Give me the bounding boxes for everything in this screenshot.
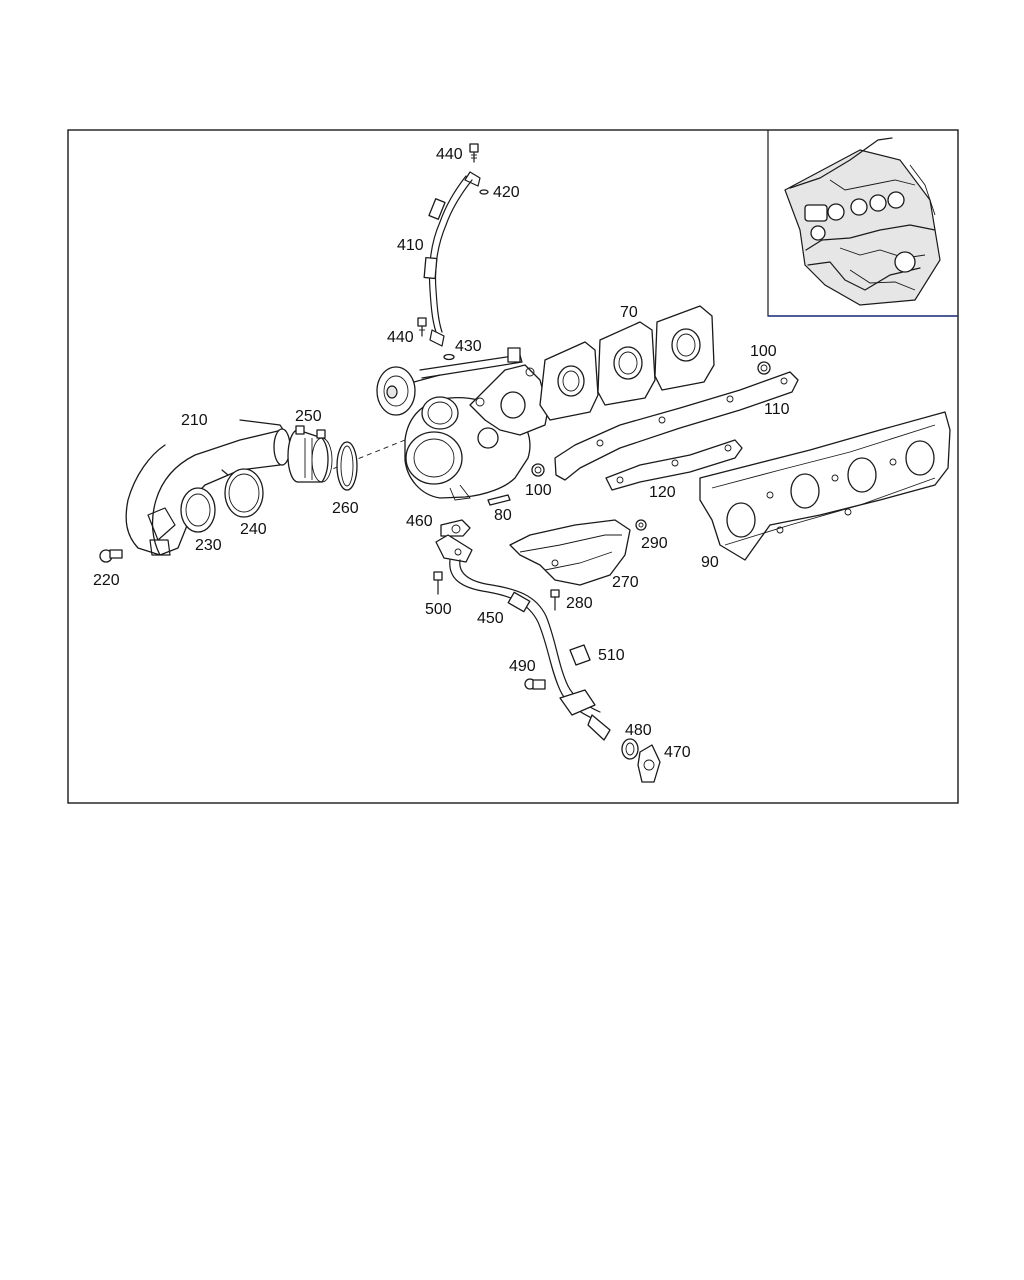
- gasket-strip-120: [605, 439, 743, 491]
- callout-270: 270: [612, 574, 639, 591]
- bolt-280: [550, 589, 560, 611]
- callout-510: 510: [598, 647, 625, 664]
- callout-500: 500: [425, 601, 452, 618]
- callout-90: 90: [701, 554, 719, 571]
- heat-shield-270: [509, 519, 631, 586]
- callout-labels: 440 420 410 440 430 70 100 110 210 250 2…: [93, 146, 790, 761]
- oil-feed-line-410: [423, 171, 481, 347]
- diagram-frame: [67, 129, 959, 804]
- callout-440-upper: 440: [436, 146, 463, 163]
- seal-ring-430: [443, 353, 455, 361]
- callout-250: 250: [295, 408, 322, 425]
- hose-clamp-240: [221, 468, 264, 518]
- callout-440-lower: 440: [387, 329, 414, 346]
- clip-510: [569, 644, 591, 666]
- callout-490: 490: [509, 658, 536, 675]
- callout-480: 480: [625, 722, 652, 739]
- callout-80: 80: [494, 507, 512, 524]
- callout-280: 280: [566, 595, 593, 612]
- callout-450: 450: [477, 610, 504, 627]
- stud-80: [487, 494, 511, 506]
- callout-210: 210: [181, 412, 208, 429]
- bolt-490: [524, 678, 546, 690]
- gasket-strip-110: [554, 371, 799, 481]
- coupling-hose-250: [287, 425, 333, 483]
- engine-overview-inset: [767, 130, 958, 317]
- turbocharger-assembly: [329, 347, 549, 501]
- seal-ring-480: [621, 738, 639, 760]
- manifold-gasket-70: [539, 305, 715, 421]
- oil-return-pipe-450: [435, 534, 611, 741]
- nut-290: [635, 519, 647, 531]
- callout-220: 220: [93, 572, 120, 589]
- seal-ring-260: [336, 441, 358, 491]
- callout-470: 470: [664, 744, 691, 761]
- callout-70: 70: [620, 304, 638, 321]
- bolt-220: [99, 549, 123, 563]
- heat-shield-90: [699, 411, 951, 561]
- bolt-440-lower: [417, 317, 427, 337]
- coupling-ring-230: [180, 487, 216, 533]
- callout-410: 410: [397, 237, 424, 254]
- callout-100-upper: 100: [750, 343, 777, 360]
- bolt-440-upper: [469, 143, 479, 163]
- flange-gasket-470: [637, 744, 661, 783]
- callout-240: 240: [240, 521, 267, 538]
- nut-100-upper: [757, 361, 771, 375]
- callout-290: 290: [641, 535, 668, 552]
- callout-260: 260: [332, 500, 359, 517]
- callout-460: 460: [406, 513, 433, 530]
- callout-430: 430: [455, 338, 482, 355]
- gasket-460: [440, 519, 471, 537]
- callout-420: 420: [493, 184, 520, 201]
- bolt-500: [433, 571, 443, 595]
- callout-120: 120: [649, 484, 676, 501]
- engine-block-illustration: [784, 137, 941, 306]
- nut-100-lower: [531, 463, 545, 477]
- callout-100-lower: 100: [525, 482, 552, 499]
- callout-110: 110: [764, 401, 790, 418]
- callout-230: 230: [195, 537, 222, 554]
- seal-ring-420: [479, 189, 489, 195]
